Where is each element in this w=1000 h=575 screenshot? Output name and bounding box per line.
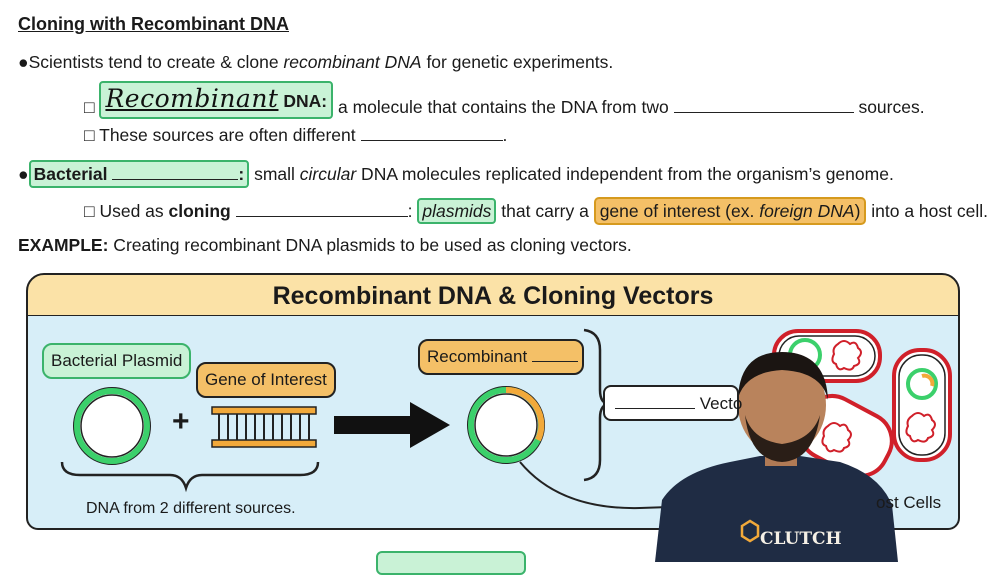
bullet-dot: ●	[18, 164, 29, 184]
line1-italic: recombinant DNA	[283, 52, 422, 72]
blank-vector	[615, 396, 695, 409]
vector-text: Vecto	[699, 394, 743, 413]
host-cells-label: ost Cells	[876, 493, 942, 512]
bullet-dot: ●	[18, 52, 29, 72]
blank-cloning	[235, 200, 408, 217]
line4-italic: circular	[299, 164, 357, 184]
blank-recombinant	[531, 349, 578, 362]
subpoint-sources-different: □ These sources are often different .	[84, 124, 507, 146]
line5-text-a: Used as	[99, 201, 169, 221]
next-slide-box	[376, 551, 526, 575]
sources-caption: DNA from 2 different sources.	[86, 500, 296, 517]
example-label: EXAMPLE:	[18, 235, 109, 255]
gene-text-a: gene of interest (ex.	[599, 201, 760, 221]
line1-text-a: Scientists tend to create & clone	[28, 52, 284, 72]
clutch-badge: CLUTCH	[760, 529, 842, 549]
bullet-recombinant-intro: ●Scientists tend to create & clone recom…	[18, 51, 613, 73]
blank-two-sources	[673, 96, 854, 113]
gene-of-interest-label: Gene of Interest	[196, 362, 336, 398]
plus-sign: +	[172, 405, 190, 438]
handwritten-recombinant: Recombinant	[105, 84, 279, 113]
plasmids-box: plasmids	[417, 198, 497, 224]
example-line: EXAMPLE: Creating recombinant DNA plasmi…	[18, 234, 632, 256]
recombinant-label: Recombinant	[418, 339, 584, 375]
cloning-term: cloning	[168, 201, 231, 221]
host-cell-2	[892, 348, 952, 462]
line2-text: a molecule that contains the DNA from tw…	[333, 97, 669, 117]
recombinant-term-box: Recombinant DNA:	[99, 81, 334, 119]
line4-text-a: small	[249, 164, 300, 184]
example-text: Creating recombinant DNA plasmids to be …	[108, 235, 632, 255]
line1-text-b: for genetic experiments.	[421, 52, 614, 72]
checkbox-icon: □	[84, 125, 95, 145]
vector-label: Vecto	[603, 385, 742, 421]
recombinant-ring-inner	[474, 393, 538, 457]
gene-text-b: )	[854, 201, 861, 221]
subpoint-cloning-vectors: □ Used as cloning : plasmids that carry …	[84, 197, 988, 225]
bacterial-plasmid-label: Bacterial Plasmid	[42, 343, 192, 379]
dna-ladder-icon	[211, 406, 317, 448]
blank-different	[360, 124, 503, 141]
recombinant-ring-insert	[505, 386, 545, 442]
subpoint-recombinant-definition: □ Recombinant DNA: a molecule that conta…	[84, 81, 925, 125]
line3-text: These sources are often different	[99, 125, 356, 145]
line3-end: .	[502, 125, 508, 145]
bacterial-term-box: Bacterial :	[28, 160, 250, 188]
recombinant-label-text: Recombinant	[427, 347, 528, 366]
plasmid-ring-inner	[80, 394, 144, 458]
diagram-graphics	[60, 328, 952, 562]
checkbox-icon: □	[84, 201, 95, 221]
bullet-bacterial-plasmids: ●Bacterial : small circular DNA molecule…	[18, 160, 894, 188]
bacterial-term: Bacterial	[33, 164, 108, 184]
gene-of-interest-box: gene of interest (ex. foreign DNA)	[593, 197, 867, 225]
panel-heading: Recombinant DNA & Cloning Vectors	[26, 273, 960, 317]
plasmid-ring-green	[74, 388, 150, 464]
gene-italic: foreign DNA	[759, 201, 855, 221]
bacterial-colon: :	[238, 164, 245, 184]
presenter-silhouette	[655, 352, 898, 562]
line5-text-c: into a host cell.	[866, 201, 988, 221]
clutch-logo-icon	[740, 519, 760, 543]
checkbox-icon: □	[84, 97, 95, 117]
plasmids-text: plasmids	[422, 201, 492, 221]
dna-term: DNA:	[283, 91, 328, 111]
host-connector	[519, 461, 701, 510]
arrow-right-icon	[334, 402, 450, 448]
line5-colon: :	[407, 201, 413, 221]
sources-brace	[60, 461, 320, 493]
page-title: Cloning with Recombinant DNA	[18, 14, 289, 34]
line5-text-b: that carry a	[496, 201, 594, 221]
line4-text-b: DNA molecules replicated independent fro…	[356, 164, 894, 184]
blank-bacterial	[112, 163, 239, 180]
line2-end: sources.	[858, 97, 925, 117]
